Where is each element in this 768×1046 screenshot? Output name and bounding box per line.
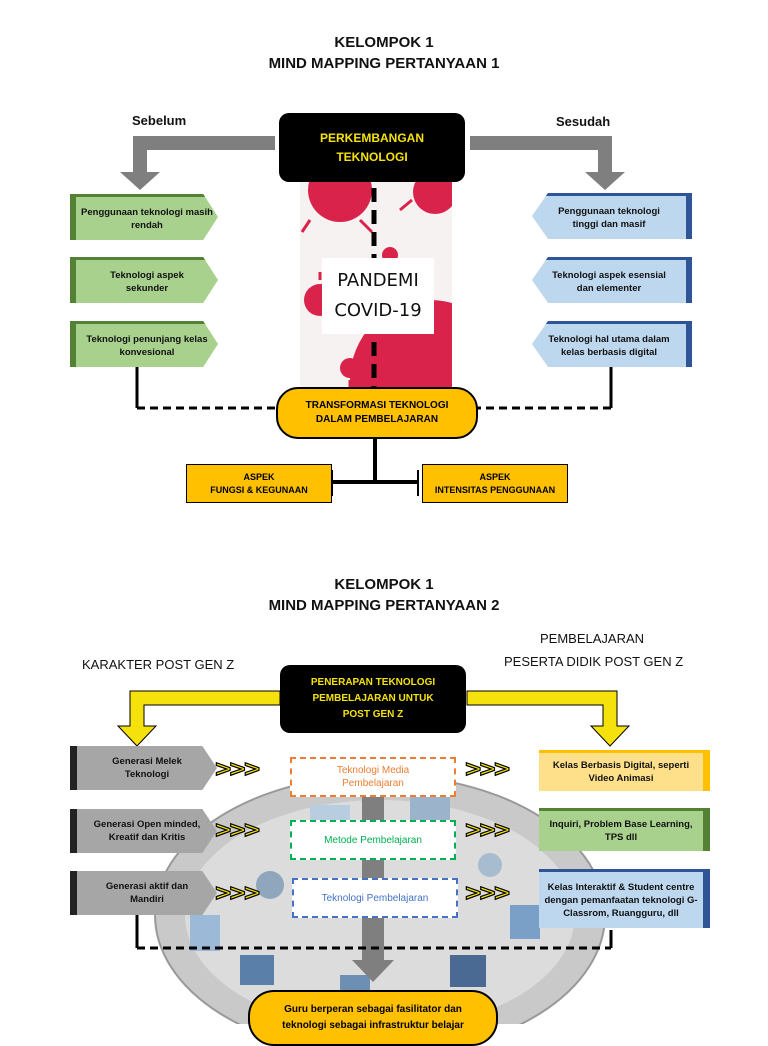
teknologi-pembelajaran-box: Teknologi Pembelajaran xyxy=(292,878,458,918)
aspek-fungsi-line2: FUNGSI & KEGUNAAN xyxy=(210,484,308,495)
center2-line2: PEMBELAJARAN UNTUK xyxy=(312,693,434,704)
section1-connectors xyxy=(120,136,625,496)
chevron-arrows-icon: >>> xyxy=(213,756,262,782)
guru-line2: teknologi sebagai infrastruktur belajar xyxy=(282,1020,464,1031)
pembelajaran-item-3-text: Kelas Interaktif & Student centre dengan… xyxy=(544,881,698,919)
pembelajaran-item-3: Kelas Interaktif & Student centre dengan… xyxy=(539,869,710,928)
label-sebelum: Sebelum xyxy=(132,113,187,128)
section1-title-line2: MIND MAPPING PERTANYAAN 1 xyxy=(268,55,500,72)
pembelajaran-label-line2: PESERTA DIDIK POST GEN Z xyxy=(504,654,684,669)
left-elbow-arrow xyxy=(120,136,275,190)
karakter-item-1-text: Generasi Melek Teknologi xyxy=(112,756,182,780)
right-yellow-arrow xyxy=(466,690,631,747)
transformasi-line2: DALAM PEMBELAJARAN xyxy=(315,414,439,425)
sebelum-item-1-text: Penggunaan teknologi masih rendah xyxy=(81,206,213,231)
section2-title-line1: KELOMPOK 1 xyxy=(334,576,434,593)
aspek-intensitas-line2: INTENSITAS PENGGUNAAN xyxy=(434,484,556,495)
sesudah-item-2-text: Teknologi aspek esensial dan elementer xyxy=(552,269,666,294)
left-yellow-arrow xyxy=(116,690,281,747)
chevron-arrows-icon: >>> xyxy=(463,756,512,782)
pembelajaran-item-1: Kelas Berbasis Digital, seperti Video An… xyxy=(539,750,710,791)
sesudah-item-3-text: Teknologi hal utama dalam kelas berbasis… xyxy=(548,333,670,358)
center-line2: TEKNOLOGI xyxy=(336,149,408,164)
sesudah-item-3: Teknologi hal utama dalam kelas berbasis… xyxy=(532,321,692,367)
sesudah-item-1: Penggunaan teknologi tinggi dan masif xyxy=(532,193,692,239)
sebelum-item-2: Teknologi aspek sekunder xyxy=(70,257,218,303)
chevron-arrows-icon: >>> xyxy=(213,817,262,843)
teknologi-media-box: Teknologi Media Pembelajaran xyxy=(290,757,456,797)
section2-title-line2: MIND MAPPING PERTANYAAN 2 xyxy=(268,597,500,614)
sesudah-item-1-text: Penggunaan teknologi tinggi dan masif xyxy=(558,205,660,230)
karakter-label: KARAKTER POST GEN Z xyxy=(82,657,235,672)
teknologi-pembelajaran-text: Teknologi Pembelajaran xyxy=(321,892,429,904)
right-elbow-arrow xyxy=(470,136,625,190)
chevron-arrows-icon: >>> xyxy=(213,880,262,906)
teknologi-media-text: Teknologi Media Pembelajaran xyxy=(336,765,410,789)
pembelajaran-item-2: Inquiri, Problem Base Learning, TPS dll xyxy=(539,808,710,851)
sebelum-item-1: Penggunaan teknologi masih rendah xyxy=(70,194,218,240)
aspek-fungsi-line1: ASPEK xyxy=(243,471,275,482)
aspek-intensitas-line1: ASPEK xyxy=(479,471,511,482)
metode-pembelajaran-box: Metode Pembelajaran xyxy=(290,820,456,860)
center2-line1: PENERAPAN TEKNOLOGI xyxy=(310,677,436,688)
center-line1: PERKEMBANGAN xyxy=(319,130,424,145)
sesudah-item-2: Teknologi aspek esensial dan elementer xyxy=(532,257,692,303)
karakter-item-3-text: Generasi aktif dan Mandiri xyxy=(105,881,189,905)
guru-line1: Guru berperan sebagai fasilitator dan xyxy=(284,1004,462,1015)
karakter-item-3: Generasi aktif dan Mandiri xyxy=(70,871,217,915)
center-down-arrow xyxy=(352,955,394,982)
metode-pembelajaran-text: Metode Pembelajaran xyxy=(324,834,422,846)
covid-image: PANDEMI COVID-19 xyxy=(300,180,452,392)
pembelajaran-item-1-text: Kelas Berbasis Digital, seperti Video An… xyxy=(552,760,690,784)
perkembangan-teknologi-box: PERKEMBANGAN TEKNOLOGI xyxy=(279,113,465,182)
aspek-fungsi-box: ASPEK FUNGSI & KEGUNAAN xyxy=(186,464,332,503)
label-sesudah: Sesudah xyxy=(556,114,611,129)
penerapan-teknologi-box: PENERAPAN TEKNOLOGI PEMBELAJARAN UNTUK P… xyxy=(280,665,466,733)
center2-line3: POST GEN Z xyxy=(342,709,404,720)
aspek-intensitas-box: ASPEK INTENSITAS PENGGUNAAN xyxy=(422,464,568,503)
transformasi-line1: TRANSFORMASI TEKNOLOGI xyxy=(305,400,449,411)
section1-title-line1: KELOMPOK 1 xyxy=(334,34,434,51)
chevron-arrows-icon: >>> xyxy=(463,880,512,906)
guru-fasilitator-pill: Guru berperan sebagai fasilitator dan te… xyxy=(248,990,498,1046)
karakter-item-2: Generasi Open minded, Kreatif dan Kritis xyxy=(70,809,217,853)
karakter-item-2-text: Generasi Open minded, Kreatif dan Kritis xyxy=(93,819,201,843)
sebelum-item-3: Teknologi penunjang kelas konvesional xyxy=(70,321,218,367)
chevron-arrows-icon: >>> xyxy=(463,817,512,843)
transformasi-teknologi-pill: TRANSFORMASI TEKNOLOGI DALAM PEMBELAJARA… xyxy=(276,387,478,439)
karakter-item-1: Generasi Melek Teknologi xyxy=(70,746,217,790)
sebelum-item-3-text: Teknologi penunjang kelas konvesional xyxy=(86,333,208,358)
pembelajaran-label-line1: PEMBELAJARAN xyxy=(540,631,645,646)
sebelum-item-2-text: Teknologi aspek sekunder xyxy=(110,269,184,294)
covid-text-line2: COVID-19 xyxy=(334,300,422,321)
pembelajaran-item-2-text: Inquiri, Problem Base Learning, TPS dll xyxy=(549,819,693,843)
covid-text-box: PANDEMI COVID-19 xyxy=(322,258,434,334)
center-gray-column xyxy=(362,795,384,955)
covid-text-line1: PANDEMI xyxy=(337,270,419,291)
